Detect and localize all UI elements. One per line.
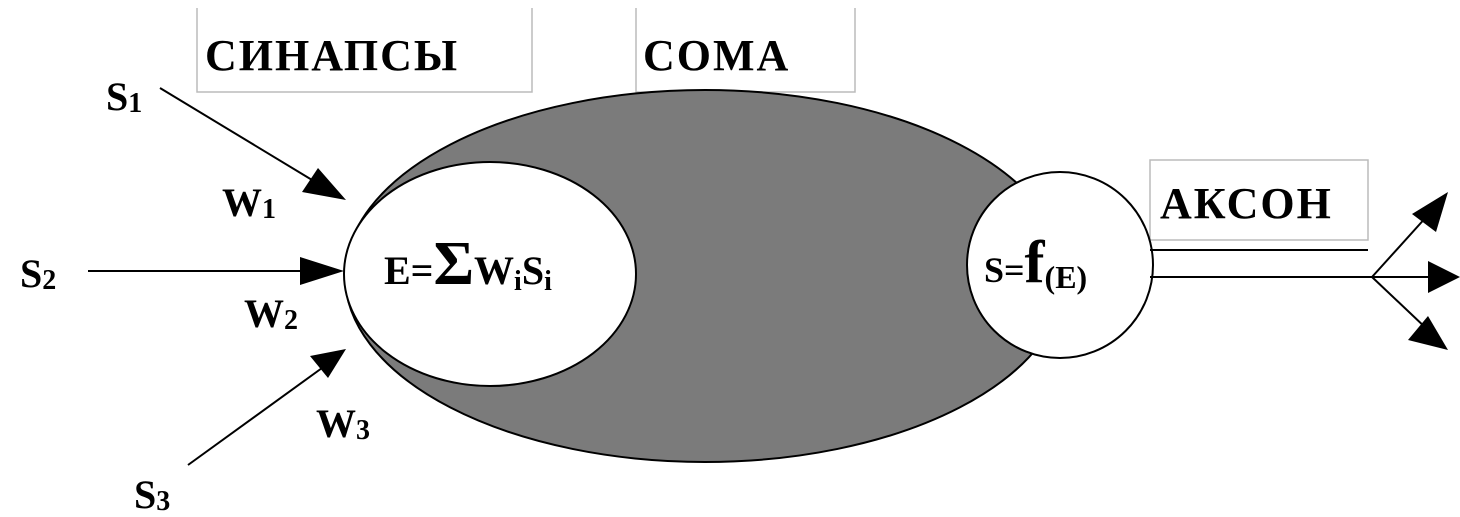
weight-label-w1: W1 [222, 180, 276, 225]
input-label-s2: S2 [20, 251, 56, 296]
input-arrowhead-s1 [302, 168, 346, 200]
activation-formula: S=f(E) [984, 229, 1087, 295]
synapses-label: СИНАПСЫ [205, 31, 459, 80]
summation-node [343, 161, 637, 387]
axon-branch-up [1371, 214, 1429, 278]
summation-formula: E=ΣWiSi [384, 230, 552, 298]
soma-label: СОМА [643, 31, 790, 80]
axon-arrowhead-up [1412, 192, 1448, 232]
input-line-s1 [159, 87, 323, 187]
input-arrowhead-s2 [300, 257, 344, 285]
synapses-label-frame [196, 8, 533, 93]
weight-label-w3: W3 [316, 401, 370, 446]
axon-arrowhead-right [1428, 261, 1460, 293]
axon-label-frame [1149, 159, 1369, 241]
axon-branch-down [1371, 276, 1429, 331]
activation-node [966, 171, 1154, 359]
input-line-s3 [187, 367, 323, 466]
axon-label: АКСОН [1160, 179, 1333, 228]
input-label-s3: S3 [134, 472, 170, 517]
input-arrowhead-s3 [310, 349, 346, 378]
weight-label-w2: W2 [244, 291, 298, 336]
axon-arrowhead-down [1408, 316, 1448, 350]
input-label-s1: S1 [106, 74, 142, 119]
